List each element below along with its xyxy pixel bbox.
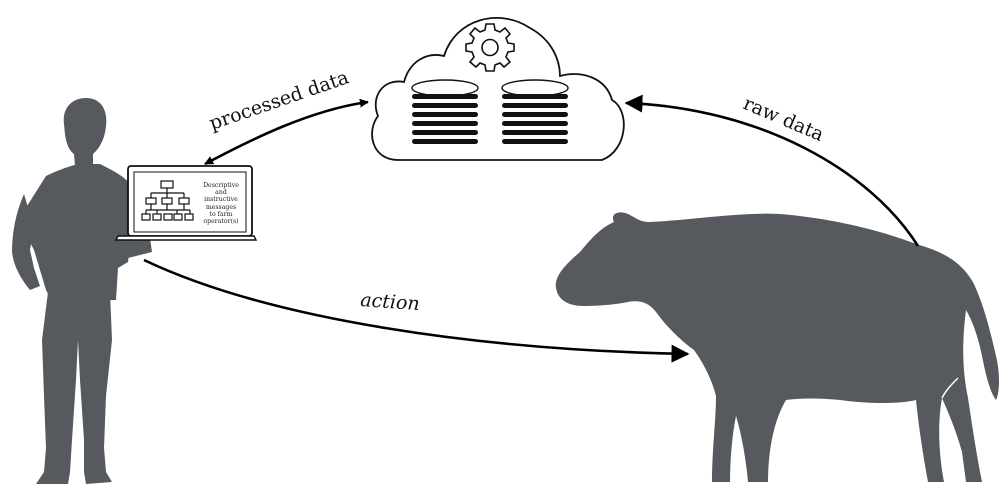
message-line: instructive [204, 196, 238, 204]
action-arrow [143, 258, 690, 363]
raw-data-arrow [624, 94, 920, 247]
cloud-icon [371, 17, 625, 161]
processed-data-label: processed data [206, 66, 351, 134]
processed-data-arrow [204, 98, 369, 166]
cow-silhouette [555, 212, 999, 482]
gear-icon [465, 23, 515, 72]
message-line: and [215, 189, 227, 197]
database-icon [411, 79, 479, 144]
flowchart-icon [141, 180, 194, 221]
person-silhouette [12, 98, 152, 484]
message-line: operator(s) [203, 218, 239, 226]
message-line: Descriptive [203, 182, 239, 189]
action-label: action [360, 289, 421, 315]
laptop-screen-message: Descriptive and instructive messages to … [196, 182, 246, 225]
message-line: messages [205, 203, 237, 211]
laptop-icon [114, 165, 258, 241]
database-icon [501, 79, 569, 144]
message-line: to farm [209, 210, 233, 218]
